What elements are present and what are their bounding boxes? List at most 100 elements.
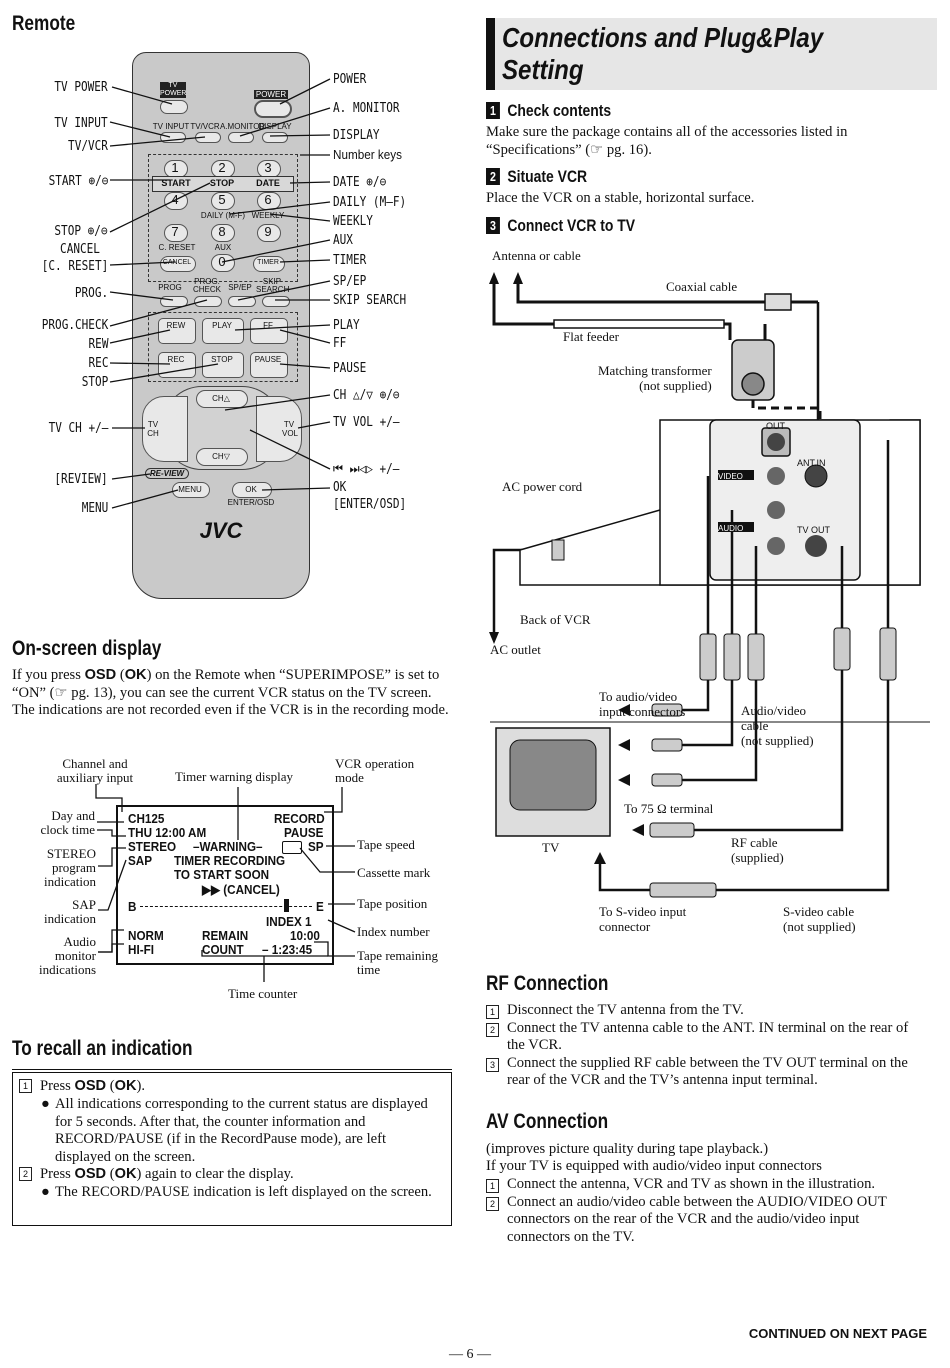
tv-ch-label: TV CH	[147, 420, 159, 438]
recall-step-1-ok: OK	[114, 1078, 137, 1094]
key-7[interactable]	[164, 224, 188, 242]
recall-step-1-post: ).	[136, 1078, 146, 1094]
power-button[interactable]	[254, 100, 292, 118]
play-button[interactable]	[202, 318, 244, 344]
callout-rec: REC	[88, 356, 108, 371]
label-index-number: Index number	[357, 924, 430, 939]
prog-check-label: PROG. CHECK	[192, 277, 221, 294]
key-3-label: 3	[264, 160, 272, 175]
rf-step-3-num: 3	[486, 1057, 499, 1072]
cancel-button[interactable]	[160, 256, 196, 272]
weekly-label: WEEKLY	[251, 211, 285, 220]
label-svideo-cable: S-video cable (not supplied)	[783, 904, 856, 934]
key-9[interactable]	[257, 224, 281, 242]
rew-button[interactable]	[158, 318, 196, 344]
start-label: START	[161, 178, 191, 188]
a-monitor-label: A.MONITOR	[220, 122, 266, 131]
cassette-icon	[282, 841, 302, 854]
callout-prog: PROG.	[74, 286, 108, 301]
prog-button[interactable]	[160, 296, 188, 307]
callout-cancel: CANCEL	[60, 242, 100, 257]
tape-position-marker	[284, 899, 289, 912]
display-button[interactable]	[262, 132, 288, 143]
tv-power-button[interactable]	[160, 100, 188, 114]
recall-step-1-num: 1	[19, 1079, 32, 1093]
ch-down-label: CH▽	[212, 452, 230, 461]
step-2-num: 2	[486, 168, 500, 185]
key-8-label: 8	[218, 224, 226, 239]
title-banner	[486, 18, 937, 90]
rec-label: REC	[167, 355, 185, 364]
label-day-clock: Day and clock time	[40, 808, 95, 837]
av-step-1-num: 1	[486, 1179, 499, 1193]
tv-ch-button[interactable]	[142, 396, 188, 462]
callout-skip-search: SKIP SEARCH	[333, 293, 407, 308]
page-title-line-1: Connections and Plug&Play	[502, 22, 824, 53]
osd-ch: CH125	[128, 811, 165, 826]
label-to-svideo: To S-video input connector	[599, 904, 687, 934]
ac-outlet-arrow	[489, 632, 499, 644]
ch-down-button[interactable]	[196, 448, 248, 466]
key-7-label: 7	[171, 224, 179, 239]
osd-warning: –WARNING–	[193, 839, 263, 854]
recall-step-2-bullet: ● The RECORD/PAUSE indication is left di…	[41, 1184, 441, 1202]
a-monitor-button[interactable]	[228, 132, 254, 143]
recall-step-1-bullet-text: All indications corresponding to the cur…	[55, 1096, 428, 1165]
recall-step-1-osd: OSD	[74, 1078, 107, 1094]
rf-heading: RF Connection	[486, 972, 609, 995]
recall-step-2-mid: (	[106, 1166, 115, 1182]
prog-check-button[interactable]	[194, 296, 222, 307]
menu-button[interactable]	[172, 482, 210, 498]
callout-tv-power: TV POWER	[54, 80, 108, 95]
label-tv: TV	[542, 840, 560, 855]
recall-rule	[12, 1069, 452, 1070]
enter-osd-label: ENTER/OSD	[227, 498, 275, 507]
callout-play: PLAY	[333, 318, 360, 333]
callout-c-reset: [C. RESET]	[41, 259, 108, 274]
label-time-counter: Time counter	[228, 986, 298, 1001]
callout-ff: FF	[333, 336, 347, 351]
sp-ep-button[interactable]	[228, 296, 256, 307]
brand-logo: JVC	[199, 518, 243, 543]
osd-sap: SAP	[128, 853, 153, 868]
callout-weekly: WEEKLY	[333, 214, 373, 229]
osd-hifi: HI-FI	[128, 942, 155, 957]
key-0[interactable]	[211, 254, 235, 272]
label-coaxial: Coaxial cable	[666, 279, 738, 294]
onscreen-heading: On-screen display	[12, 637, 162, 660]
callout-date: DATE ⊕/⊖	[333, 175, 387, 190]
label-ac-outlet: AC outlet	[490, 642, 541, 657]
skip-search-button[interactable]	[262, 296, 290, 307]
aux-label: AUX	[214, 243, 232, 252]
display-label: DISPLAY	[258, 122, 292, 131]
timer-button[interactable]	[253, 256, 285, 272]
tv-input-button[interactable]	[160, 132, 186, 143]
step-2-text: Place the VCR on a stable, horizontal su…	[486, 190, 755, 206]
osd-remain: REMAIN	[202, 928, 249, 943]
menu-label: MENU	[178, 485, 202, 494]
osd-count-time: – 1:23:45	[262, 942, 313, 957]
key-8[interactable]	[211, 224, 235, 242]
callout-tv-vol: TV VOL +/–	[333, 415, 400, 430]
ch-up-button[interactable]	[196, 390, 248, 408]
key-1-label: 1	[171, 160, 179, 175]
label-rf-cable: RF cable (supplied)	[731, 835, 784, 865]
callout-ok: OK	[333, 480, 347, 495]
onscreen-intro-1: If you press	[12, 667, 85, 683]
rec-button[interactable]	[158, 352, 196, 378]
osd-stereo: STEREO	[128, 839, 177, 854]
key-5[interactable]	[211, 192, 235, 210]
antenna-arrow-1	[489, 272, 499, 284]
callout-sp-ep: SP/EP	[333, 274, 367, 289]
av-intro-2: If your TV is equipped with audio/video …	[486, 1158, 822, 1174]
callout-number-keys: Number keys	[333, 147, 402, 162]
ok-label: OK	[245, 485, 257, 494]
callout-ch: CH △/▽ ⊕/⊖	[333, 388, 400, 403]
label-to-75: To 75 Ω terminal	[624, 801, 714, 816]
